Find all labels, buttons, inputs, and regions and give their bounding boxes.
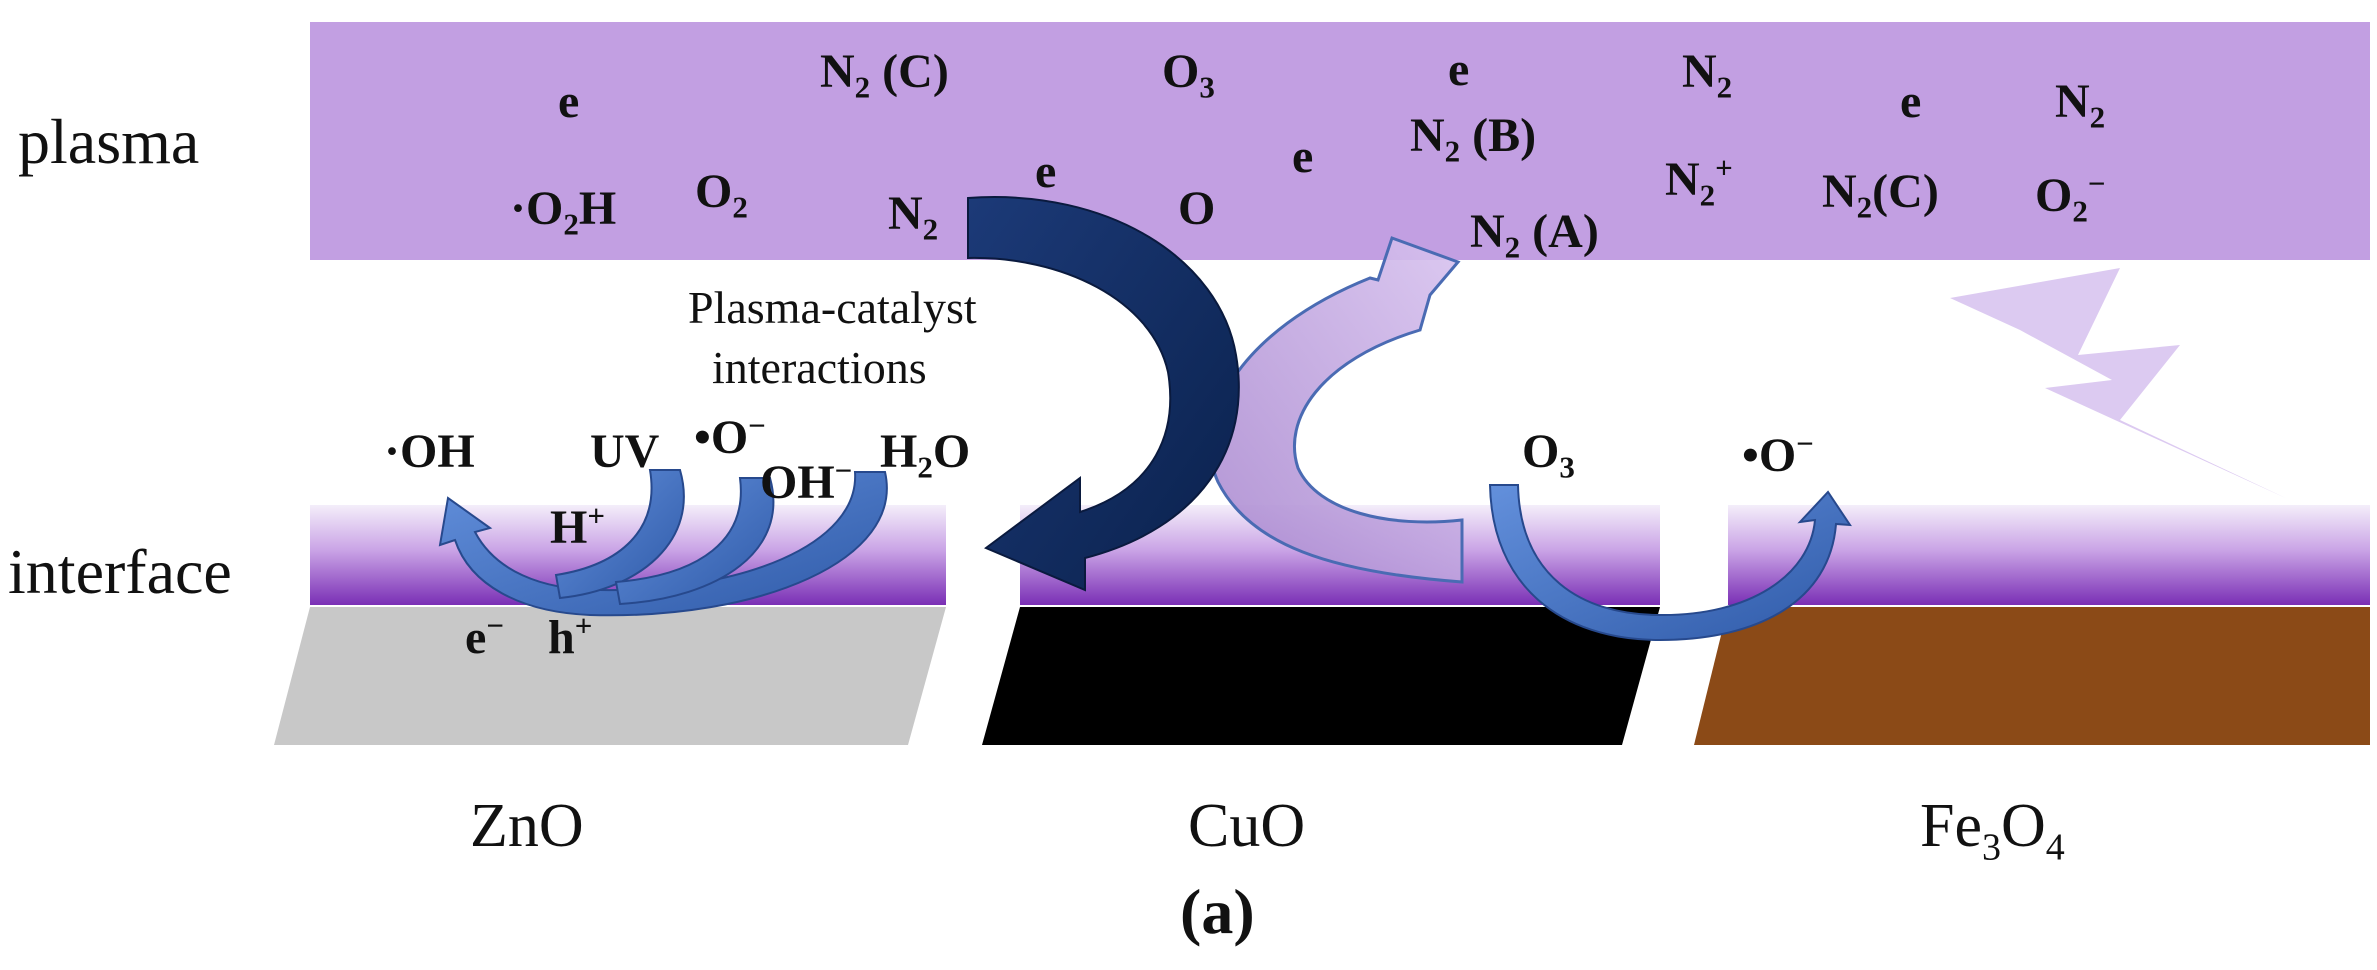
plasma-species-superoxide: O2− bbox=[2035, 166, 2106, 229]
plasma-species-electron: e bbox=[1292, 130, 1314, 183]
surface-species-hydroxyl-radical: ·OH bbox=[384, 425, 475, 478]
central-label-line2: interactions bbox=[712, 342, 927, 393]
plasma-species-hydroperoxyl: ·O2H bbox=[510, 182, 617, 242]
plasma-species-o2: O2 bbox=[695, 165, 748, 225]
surface-species-electron: e− bbox=[465, 608, 504, 664]
catalyst-label-cuo: CuO bbox=[1188, 792, 1306, 860]
plasma-species-n2a: N2 (A) bbox=[1470, 205, 1599, 265]
region-label-interface: interface bbox=[8, 536, 232, 607]
plasma-species-electron: e bbox=[1448, 43, 1470, 96]
plasma-species-oxygen-atom: O bbox=[1178, 182, 1216, 235]
plasma-species-ozone: O3 bbox=[1162, 45, 1215, 105]
arrow-surface-to-plasma bbox=[1209, 236, 1464, 584]
panel-label: (a) bbox=[1180, 876, 1255, 947]
catalyst-slab-zno bbox=[274, 607, 946, 745]
catalyst-label-zno: ZnO bbox=[470, 792, 584, 860]
plasma-species-n2: N2 bbox=[2055, 75, 2106, 135]
plasma-species-electron: e bbox=[558, 75, 580, 128]
region-label-plasma: plasma bbox=[18, 106, 200, 177]
arrow-h2o-to-oh bbox=[438, 471, 888, 617]
catalyst-label-fe3o4: Fe3O4 bbox=[1920, 792, 2065, 869]
surface-species-oxygen-radical-anion: •O− bbox=[694, 408, 766, 464]
plasma-species-n2: N2 bbox=[1682, 45, 1733, 105]
lightning-icon bbox=[1950, 268, 2290, 500]
surface-species-water: H2O bbox=[880, 425, 971, 485]
surface-species-ozone: O3 bbox=[1522, 425, 1575, 485]
plasma-species-n2c: N2(C) bbox=[1822, 165, 1939, 225]
catalyst-slab-cuo bbox=[982, 607, 1660, 745]
arrow-oxygen-radical-curve bbox=[614, 477, 775, 606]
plasma-band bbox=[310, 22, 2370, 260]
surface-species-oxygen-radical-anion: •O− bbox=[1742, 426, 1814, 482]
surface-species-uv: UV bbox=[590, 425, 660, 478]
central-label-line1: Plasma-catalyst bbox=[688, 282, 977, 333]
plasma-species-electron: e bbox=[1035, 145, 1057, 198]
surface-species-proton: H+ bbox=[550, 498, 606, 554]
arrow-uv-curve bbox=[554, 469, 685, 600]
plasma-species-n2c: N2 (C) bbox=[820, 45, 949, 105]
catalyst-slab-fe3o4 bbox=[1694, 607, 2370, 745]
plasma-species-n2: N2 bbox=[888, 187, 939, 247]
plasma-species-n2-ion: N2+ bbox=[1665, 150, 1733, 213]
surface-species-hole: h+ bbox=[548, 608, 593, 664]
arrow-o3-to-oxygen-radical bbox=[1488, 484, 1852, 642]
arrow-plasma-to-surface bbox=[967, 196, 1240, 592]
plasma-species-electron: e bbox=[1900, 75, 1922, 128]
surface-species-hydroxide: OH− bbox=[760, 453, 853, 509]
plasma-species-n2b: N2 (B) bbox=[1410, 109, 1537, 169]
